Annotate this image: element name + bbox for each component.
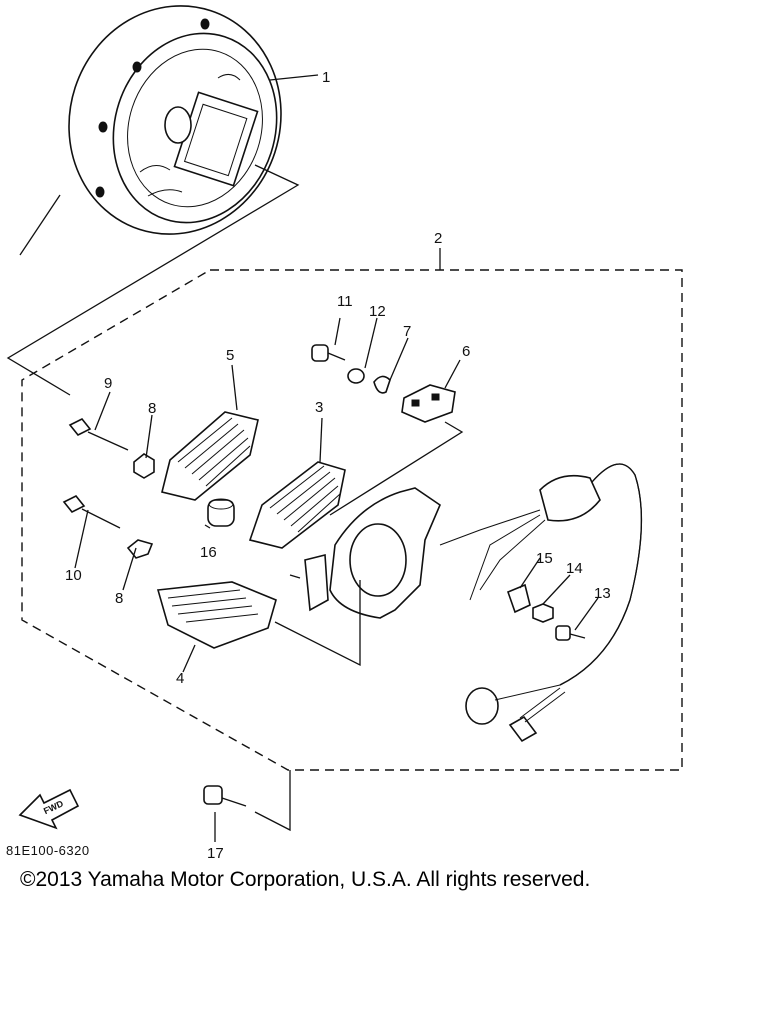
screw-13	[555, 625, 586, 641]
callout-13: 13	[594, 585, 611, 602]
callout-8-lower: 8	[115, 590, 123, 607]
screw-10	[62, 494, 121, 529]
diagram-code: 81E100-6320	[6, 843, 90, 858]
coil-4	[156, 581, 277, 649]
stator-assembly-boundary	[21, 269, 683, 771]
spacer-16	[207, 498, 235, 527]
callout-12: 12	[369, 303, 386, 320]
callout-17: 17	[207, 845, 224, 862]
screw-11	[311, 344, 346, 362]
callout-2: 2	[434, 230, 442, 247]
callout-11: 11	[337, 293, 353, 310]
washer-8-lower	[126, 539, 154, 559]
callout-15: 15	[536, 550, 553, 567]
washer-8-upper	[133, 453, 155, 479]
callout-3: 3	[315, 399, 323, 416]
callout-7: 7	[403, 323, 411, 340]
coil-5	[161, 411, 259, 501]
washer-12	[347, 368, 365, 384]
callout-1: 1	[322, 69, 330, 86]
callout-4: 4	[176, 670, 184, 687]
stator-base-plate	[304, 487, 441, 619]
wiring-harness	[439, 463, 643, 743]
callout-10: 10	[65, 567, 82, 584]
screw-9	[68, 417, 129, 451]
callout-9: 9	[104, 375, 112, 392]
callout-16: 16	[200, 544, 217, 561]
forward-direction-arrow: FWD	[18, 788, 80, 830]
nut-14	[532, 603, 554, 623]
clip-7	[373, 375, 391, 394]
connector-6	[401, 384, 456, 423]
callout-14: 14	[566, 560, 583, 577]
coil-3	[248, 461, 346, 549]
callout-5: 5	[226, 347, 234, 364]
callout-8-upper: 8	[148, 400, 156, 417]
flywheel-rotor	[68, 5, 282, 235]
clamp-15	[506, 583, 531, 614]
callout-6: 6	[462, 343, 470, 360]
copyright-notice: ©2013 Yamaha Motor Corporation, U.S.A. A…	[20, 868, 591, 891]
screw-17	[203, 785, 247, 807]
